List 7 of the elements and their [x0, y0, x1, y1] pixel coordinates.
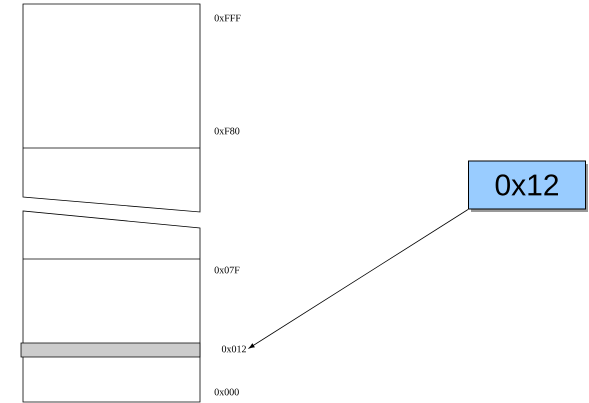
address-label: 0x000 [214, 388, 239, 396]
address-label: 0x012 [222, 346, 246, 352]
address-label: 0xFFF [214, 14, 241, 22]
arrow [248, 209, 468, 348]
callout-box: 0x12 [468, 160, 588, 212]
address-label: 0xF80 [214, 128, 240, 134]
address-label: 0x07F [214, 266, 240, 274]
